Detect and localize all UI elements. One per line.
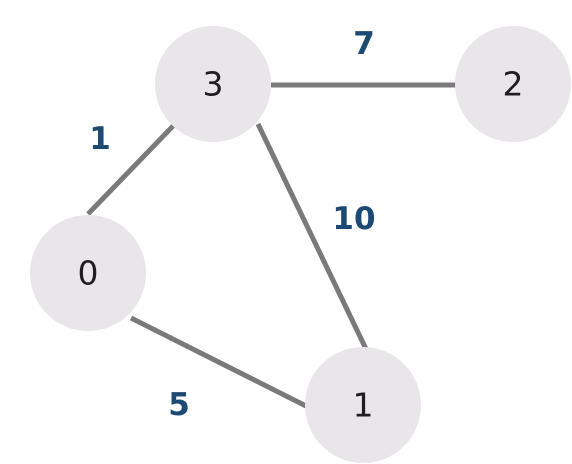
- nodes-group: 3 2 0 1: [30, 26, 571, 463]
- edge-weight-3-2: 7: [353, 26, 375, 62]
- node-0: 0: [30, 215, 146, 331]
- edge-weight-3-1: 10: [332, 201, 375, 237]
- edge-3-1: [255, 122, 369, 351]
- edge-weight-3-0: 1: [89, 121, 111, 157]
- node-3-label: 3: [203, 65, 224, 104]
- node-2-label: 2: [503, 65, 524, 104]
- node-1: 1: [305, 347, 421, 463]
- edge-3-0: [86, 123, 176, 216]
- node-3-circle: [155, 26, 271, 142]
- node-3: 3: [155, 26, 271, 142]
- node-1-label: 1: [353, 386, 374, 425]
- node-1-circle: [305, 347, 421, 463]
- node-2-circle: [455, 26, 571, 142]
- edge-0-1: [129, 315, 308, 409]
- node-2: 2: [455, 26, 571, 142]
- edge-weights-group: 7 1 10 5: [89, 26, 375, 423]
- edges-group: [86, 82, 456, 409]
- edge-weight-0-1: 5: [168, 387, 190, 423]
- node-0-circle: [30, 215, 146, 331]
- node-0-label: 0: [78, 254, 99, 293]
